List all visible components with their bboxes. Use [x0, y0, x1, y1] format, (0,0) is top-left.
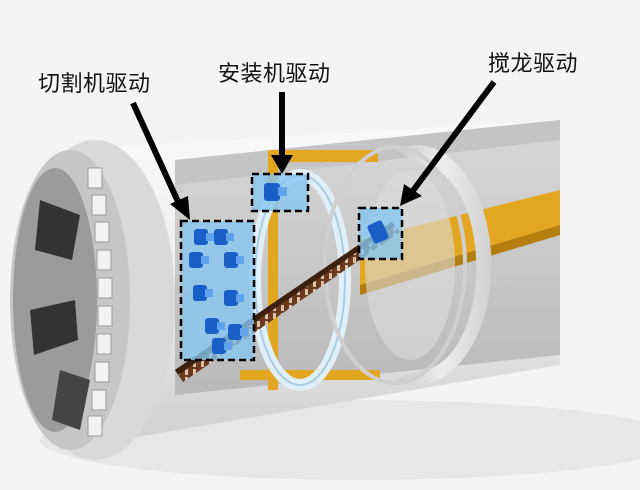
cutting-drive-motors [189, 229, 248, 354]
motor-icon [228, 324, 248, 340]
motor-icon [193, 285, 213, 301]
rail-top [268, 150, 378, 162]
motor-icon [205, 318, 225, 334]
cutting-drive-label: 切割机驱动 [38, 72, 151, 97]
installation-drive-label: 安装机驱动 [218, 62, 331, 87]
arrow-cutting-drive [130, 101, 190, 220]
motor-icon [224, 290, 244, 306]
segment-ring [395, 145, 492, 385]
arrow-screw-drive [400, 80, 497, 206]
screw-conveyor-drive-label: 搅龙驱动 [488, 52, 579, 77]
arrow-installation-drive [271, 92, 293, 174]
motor-icon [367, 220, 389, 244]
rail-bottom [240, 370, 380, 380]
motor-icon [194, 229, 214, 245]
motor-icon [214, 229, 234, 245]
motor-icon [264, 183, 287, 201]
motor-icon [189, 252, 209, 268]
cutter-teeth [87, 167, 113, 437]
rail-left-post [268, 150, 278, 390]
cutter-blades [30, 200, 90, 430]
segment-ring-outline [323, 145, 467, 385]
motor-icon [212, 338, 232, 354]
motor-icon [224, 252, 244, 268]
